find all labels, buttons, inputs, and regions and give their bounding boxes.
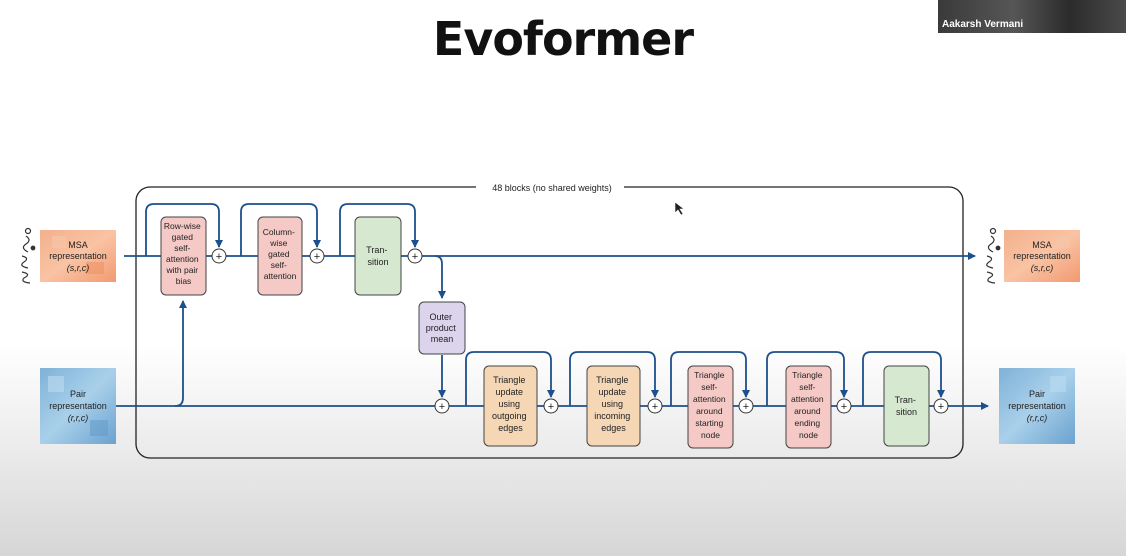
pair-output-line1: Pair (1029, 389, 1045, 399)
pair-input-line2: representation (49, 401, 107, 411)
msa-output-tile: MSA representation (s,r,c) (1004, 230, 1080, 282)
pair-output-tile: Pair representation (r,r,c) (999, 368, 1075, 444)
add-symbol: + (652, 401, 658, 413)
pair-input-tile: Pair representation (r,r,c) (40, 368, 116, 444)
column-attention-block: Column- wise gated self- attention (257, 216, 303, 296)
row-attention-label: Row-wise gated self- attention with pair… (164, 221, 203, 286)
triangle-attention-starting-label: Triangle self- attention around starting… (693, 370, 728, 440)
triangle-update-incoming-label: Triangle update using incoming edges (594, 375, 633, 433)
add-node (211, 248, 227, 264)
sequence-stack-icon (21, 227, 36, 284)
add-symbol: + (412, 251, 418, 263)
msa-output-line1: MSA (1032, 240, 1052, 250)
add-symbol: + (743, 401, 749, 413)
add-node (309, 248, 325, 264)
pair-bias-line (174, 300, 187, 407)
msa-input-line1: MSA (68, 240, 88, 250)
row-attention-block: Row-wise gated self- attention with pair… (160, 216, 207, 296)
pair-transition-block: Tran- sition (883, 365, 930, 447)
add-symbol: + (439, 401, 445, 413)
pair-residual-4 (766, 351, 848, 406)
msa-residual-1 (145, 203, 223, 256)
msa-input-tile: MSA representation (s,r,c) (40, 230, 116, 282)
pair-residual-2 (569, 351, 659, 406)
add-node (647, 398, 663, 414)
add-symbol: + (548, 401, 554, 413)
pair-output-line2: representation (1008, 401, 1066, 411)
triangle-update-outgoing-block: Triangle update using outgoing edges (483, 365, 538, 447)
column-attention-label: Column- wise gated self- attention (263, 227, 298, 281)
add-node (543, 398, 559, 414)
triangle-attention-ending-block: Triangle self- attention around ending n… (785, 365, 832, 449)
pair-residual-5 (862, 351, 945, 406)
sequence-stack-icon (986, 227, 1001, 284)
outer-product-input (434, 255, 446, 299)
frame-label: 48 blocks (no shared weights) (492, 183, 612, 193)
add-symbol: + (314, 251, 320, 263)
msa-input-line3: (s,r,c) (67, 263, 90, 273)
presenter-video-thumbnail: Aakarsh Vermani (938, 0, 1126, 33)
pair-output-line3: (r,r,c) (1027, 413, 1048, 423)
presenter-name: Aakarsh Vermani (942, 19, 1024, 30)
add-node (434, 398, 450, 414)
msa-output-line2: representation (1013, 251, 1071, 261)
triangle-attention-starting-block: Triangle self- attention around starting… (687, 365, 734, 449)
pair-input-line1: Pair (70, 389, 86, 399)
msa-transition-label: Tran- sition (366, 245, 390, 267)
add-node (407, 248, 423, 264)
triangle-attention-ending-label: Triangle self- attention around ending n… (791, 370, 826, 440)
outer-product-label: Outer product mean (426, 312, 459, 344)
mouse-cursor-icon (674, 201, 685, 216)
add-node (933, 398, 949, 414)
slide-title: Evoformer (432, 12, 694, 66)
msa-transition-block: Tran- sition (354, 216, 402, 296)
pair-transition-label: Tran- sition (895, 395, 919, 417)
triangle-update-incoming-block: Triangle update using incoming edges (586, 365, 641, 447)
triangle-update-outgoing-label: Triangle update using outgoing edges (492, 375, 529, 433)
add-symbol: + (938, 401, 944, 413)
msa-residual-2 (240, 203, 321, 256)
pair-residual-1 (465, 351, 555, 406)
outer-product-mean-block: Outer product mean (418, 301, 466, 355)
msa-input-line2: representation (49, 251, 107, 261)
add-symbol: + (841, 401, 847, 413)
pair-input-line3: (r,r,c) (68, 413, 89, 423)
msa-residual-3 (339, 203, 419, 256)
add-symbol: + (216, 251, 222, 263)
msa-output-line3: (s,r,c) (1031, 263, 1054, 273)
add-node (836, 398, 852, 414)
add-node (738, 398, 754, 414)
pair-residual-3 (670, 351, 750, 406)
